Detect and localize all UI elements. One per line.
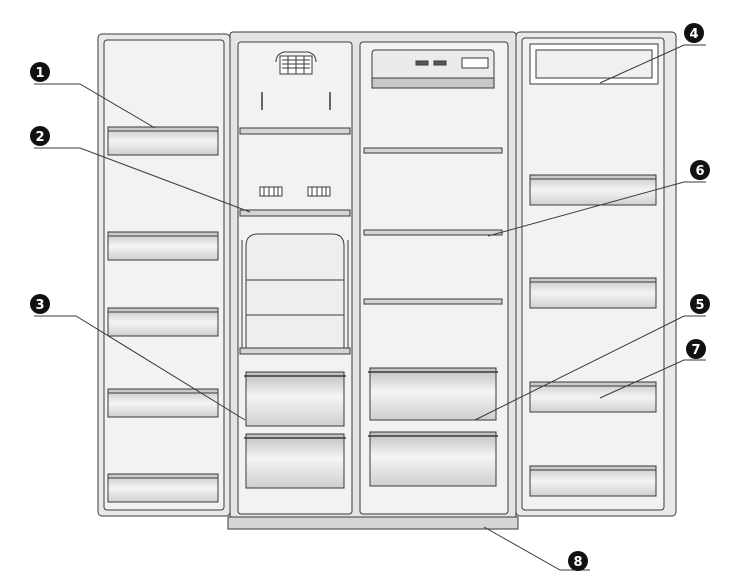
control-panel — [371, 49, 495, 89]
dairy-compartment — [529, 43, 659, 85]
fridge-shelf — [363, 147, 503, 154]
refrigerator-door — [515, 31, 677, 517]
fridge-door-bin — [529, 381, 657, 413]
ice-trays — [259, 186, 331, 197]
callout-5: 5 — [690, 294, 710, 314]
base-cover — [227, 516, 519, 530]
cabinet — [229, 31, 517, 519]
fresh-food-compartment — [359, 41, 509, 515]
callout-3: 3 — [30, 294, 50, 314]
freezer-door-bin — [107, 473, 219, 503]
callout-8: 8 — [568, 551, 588, 571]
callout-7: 7 — [686, 339, 706, 359]
freezer-door-bin — [107, 307, 219, 337]
fridge-door-bin — [529, 465, 657, 497]
fridge-door-bin — [529, 277, 657, 309]
callout-5-number: 5 — [695, 298, 704, 313]
callout-6-number: 6 — [695, 164, 704, 179]
freezer-door-bin — [107, 126, 219, 156]
freezer-shelf — [239, 347, 351, 355]
freezer-door-bin — [107, 388, 219, 418]
crisper-drawer — [368, 431, 498, 487]
callout-7-number: 7 — [691, 343, 700, 358]
leader-line-3 — [34, 315, 246, 421]
leader-line-5 — [474, 315, 706, 421]
leader-line-2 — [34, 147, 251, 213]
callout-4-number: 4 — [689, 27, 698, 42]
freezer-shelf — [239, 209, 351, 217]
callout-1-number: 1 — [35, 66, 44, 81]
freezer-door-bin — [107, 231, 219, 261]
callout-8-number: 8 — [573, 555, 582, 570]
wire-basket — [241, 233, 349, 351]
callout-2-number: 2 — [35, 130, 44, 145]
leader-line-4 — [599, 44, 706, 84]
callout-4: 4 — [684, 23, 704, 43]
freezer-compartment — [237, 41, 353, 515]
callout-2: 2 — [30, 126, 50, 146]
freezer-drawer — [244, 433, 346, 489]
freezer-door — [97, 33, 231, 517]
leader-line-1 — [34, 83, 156, 129]
ice-maker — [275, 51, 317, 75]
leader-line-6 — [487, 181, 706, 237]
fridge-door-bin — [529, 174, 657, 206]
callout-3-number: 3 — [35, 298, 44, 313]
leader-line-7 — [599, 359, 706, 399]
fridge-shelf — [363, 229, 503, 236]
crisper-drawer — [368, 367, 498, 421]
callout-1: 1 — [30, 62, 50, 82]
freezer-shelf — [239, 127, 351, 135]
fridge-shelf — [363, 298, 503, 305]
callout-6: 6 — [690, 160, 710, 180]
freezer-drawer — [244, 371, 346, 427]
